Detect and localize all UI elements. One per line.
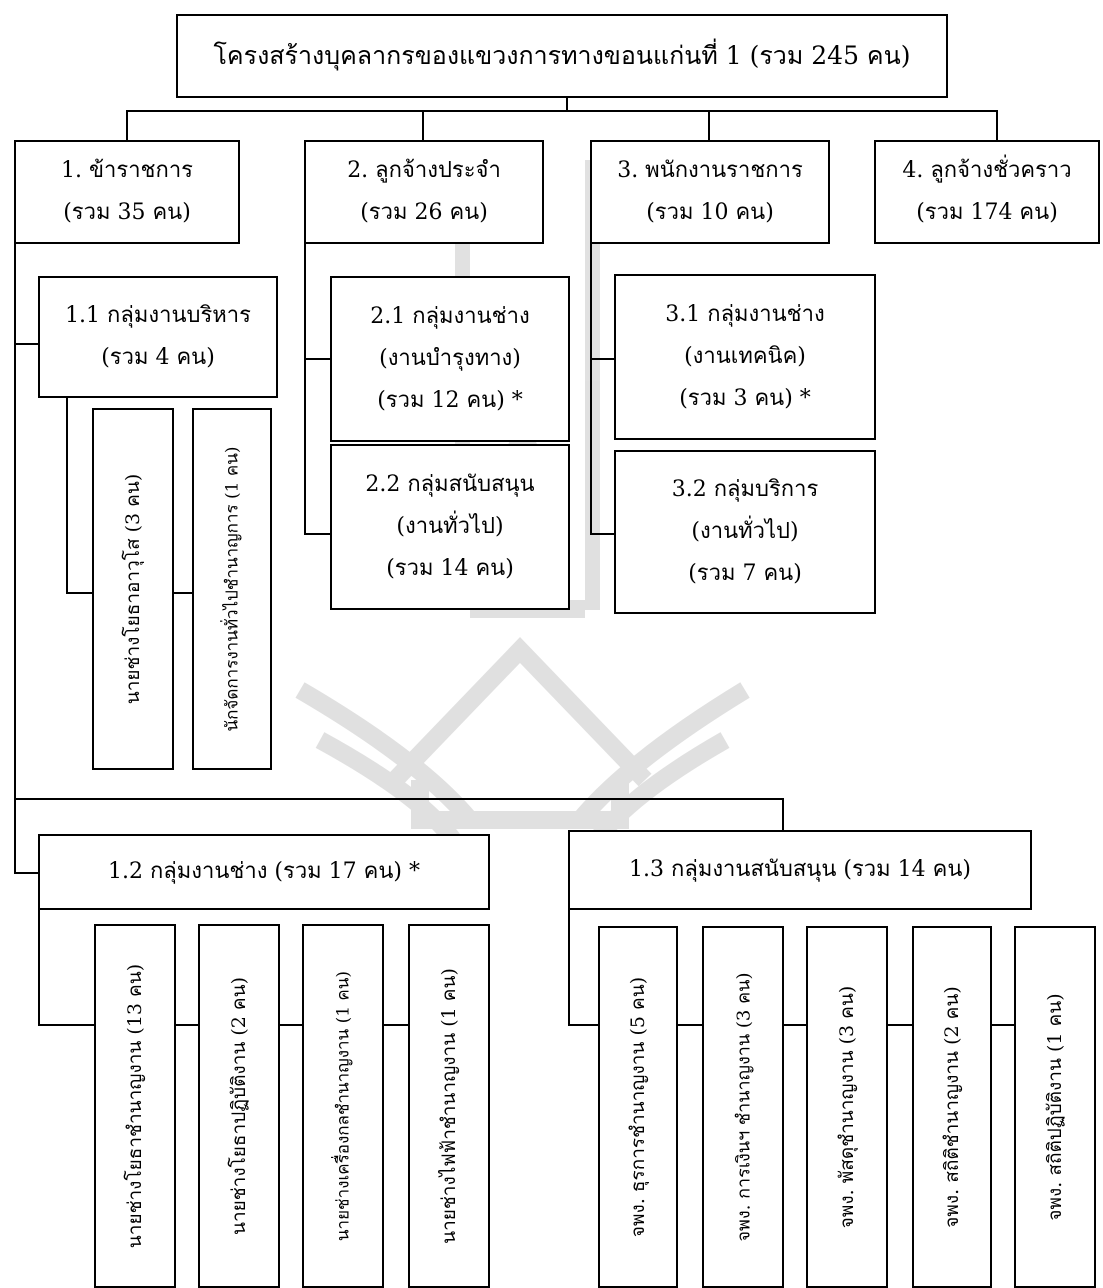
position-label: จพง. การเงินฯ ชำนาญงาน (3 คน) xyxy=(733,972,755,1242)
box-total: (รวม 4 คน) xyxy=(101,345,215,370)
box-temporary-employees: 4. ลูกจ้างชั่วคราว (รวม 174 คน) xyxy=(874,140,1100,244)
box-name: 2.1 กลุ่มงานช่าง xyxy=(370,304,530,329)
connector xyxy=(66,397,68,593)
position-box: จพง. พัสดุชำนาญงาน (3 คน) xyxy=(806,926,888,1288)
connector xyxy=(38,1024,94,1026)
connector xyxy=(304,533,330,535)
box-name: 1. ข้าราชการ xyxy=(61,158,193,183)
connector xyxy=(304,242,306,534)
position-box: จพง. การเงินฯ ชำนาญงาน (3 คน) xyxy=(702,926,784,1288)
position-label: จพง. สถิติปฏิบัติงาน (1 คน) xyxy=(1044,993,1066,1221)
box-total: (รวม 7 คน) xyxy=(688,561,802,586)
position-label: จพง. พัสดุชำนาญงาน (3 คน) xyxy=(836,985,858,1229)
chart-title: โครงสร้างบุคลากรของแขวงการทางขอนแก่นที่ … xyxy=(176,14,948,98)
connector xyxy=(568,1024,598,1026)
box-name: 4. ลูกจ้างชั่วคราว xyxy=(902,158,1072,183)
chart-title-text: โครงสร้างบุคลากรของแขวงการทางขอนแก่นที่ … xyxy=(213,41,911,70)
connector xyxy=(126,110,128,140)
position-label: นายช่างโยธาปฏิบัติงาน (2 คน) xyxy=(228,976,250,1236)
connector xyxy=(126,110,998,112)
connector xyxy=(304,358,330,360)
position-label: นายช่างเครื่องกลชำนาญงาน (1 คน) xyxy=(333,970,354,1242)
position-box: นายช่างโยธาชำนาญงาน (13 คน) xyxy=(94,924,176,1288)
connector xyxy=(678,1024,702,1026)
connector xyxy=(422,110,424,140)
box-sub: (งานเทคนิค) xyxy=(684,344,806,369)
box-total: (รวม 12 คน) * xyxy=(377,388,523,413)
position-box: นักจัดการงานทั่วไปชำนาญการ (1 คน) xyxy=(192,408,272,770)
box-total: (รวม 35 คน) xyxy=(63,200,191,225)
connector xyxy=(568,910,570,1026)
box-total: (รวม 3 คน) * xyxy=(679,386,811,411)
position-label: จพง. สถิติชำนาญงาน (2 คน) xyxy=(941,986,963,1228)
connector xyxy=(996,110,998,140)
box-total: (รวม 26 คน) xyxy=(360,200,488,225)
connector xyxy=(590,242,592,534)
connector xyxy=(38,910,40,1026)
box-total: (รวม 14 คน) xyxy=(386,556,514,581)
connector xyxy=(14,798,782,800)
connector xyxy=(566,96,568,111)
box-sub: (งานทั่วไป) xyxy=(396,514,504,539)
connector xyxy=(14,872,38,874)
box-group-3-1: 3.1 กลุ่มงานช่าง (งานเทคนิค) (รวม 3 คน) … xyxy=(614,274,876,440)
position-box: นายช่างโยธาอาวุโส (3 คน) xyxy=(92,408,174,770)
position-box: นายช่างโยธาปฏิบัติงาน (2 คน) xyxy=(198,924,280,1288)
position-box: นายช่างไฟฟ้าชำนาญงาน (1 คน) xyxy=(408,924,490,1288)
position-label: นายช่างไฟฟ้าชำนาญงาน (1 คน) xyxy=(438,968,460,1244)
connector xyxy=(174,1024,198,1026)
connector xyxy=(708,110,710,140)
box-government-employees: 3. พนักงานราชการ (รวม 10 คน) xyxy=(590,140,830,244)
box-sub: (งานทั่วไป) xyxy=(691,519,799,544)
connector xyxy=(66,592,92,594)
position-label: นายช่างโยธาชำนาญงาน (13 คน) xyxy=(124,963,146,1249)
position-label: นักจัดการงานทั่วไปชำนาญการ (1 คน) xyxy=(222,446,243,732)
position-box: จพง. สถิติปฏิบัติงาน (1 คน) xyxy=(1014,926,1096,1288)
box-group-2-2: 2.2 กลุ่มสนับสนุน (งานทั่วไป) (รวม 14 คน… xyxy=(330,444,570,610)
box-name: 3.2 กลุ่มบริการ xyxy=(671,477,819,502)
box-name: 1.1 กลุ่มงานบริหาร xyxy=(65,303,251,328)
box-name: 3.1 กลุ่มงานช่าง xyxy=(665,302,825,327)
box-label: 1.2 กลุ่มงานช่าง (รวม 17 คน) * xyxy=(107,859,420,884)
connector xyxy=(590,358,614,360)
connector xyxy=(782,798,784,831)
connector xyxy=(784,1024,806,1026)
box-name: 2. ลูกจ้างประจำ xyxy=(347,158,501,183)
box-group-3-2: 3.2 กลุ่มบริการ (งานทั่วไป) (รวม 7 คน) xyxy=(614,450,876,614)
position-label: จพง. ธุรการชำนาญงาน (5 คน) xyxy=(627,976,649,1238)
position-box: นายช่างเครื่องกลชำนาญงาน (1 คน) xyxy=(302,924,384,1288)
box-name: 3. พนักงานราชการ xyxy=(617,158,803,183)
box-label: 1.3 กลุ่มงานสนับสนุน (รวม 14 คน) xyxy=(629,857,971,882)
box-group-1-3: 1.3 กลุ่มงานสนับสนุน (รวม 14 คน) xyxy=(568,830,1032,910)
box-total: (รวม 10 คน) xyxy=(646,200,774,225)
connector xyxy=(14,343,38,345)
connector xyxy=(992,1024,1014,1026)
box-civil-servants: 1. ข้าราชการ (รวม 35 คน) xyxy=(14,140,240,244)
connector xyxy=(172,592,192,594)
position-label: นายช่างโยธาอาวุโส (3 คน) xyxy=(122,473,144,705)
box-name: 2.2 กลุ่มสนับสนุน xyxy=(365,472,535,497)
position-box: จพง. สถิติชำนาญงาน (2 คน) xyxy=(912,926,992,1288)
connector xyxy=(384,1024,408,1026)
box-total: (รวม 174 คน) xyxy=(916,200,1058,225)
box-permanent-employees: 2. ลูกจ้างประจำ (รวม 26 คน) xyxy=(304,140,544,244)
box-sub: (งานบำรุงทาง) xyxy=(379,346,521,371)
box-group-1-1: 1.1 กลุ่มงานบริหาร (รวม 4 คน) xyxy=(38,276,278,398)
connector xyxy=(590,533,614,535)
connector xyxy=(888,1024,912,1026)
connector xyxy=(14,242,16,874)
box-group-2-1: 2.1 กลุ่มงานช่าง (งานบำรุงทาง) (รวม 12 ค… xyxy=(330,276,570,442)
connector xyxy=(280,1024,302,1026)
position-box: จพง. ธุรการชำนาญงาน (5 คน) xyxy=(598,926,678,1288)
box-group-1-2: 1.2 กลุ่มงานช่าง (รวม 17 คน) * xyxy=(38,834,490,910)
